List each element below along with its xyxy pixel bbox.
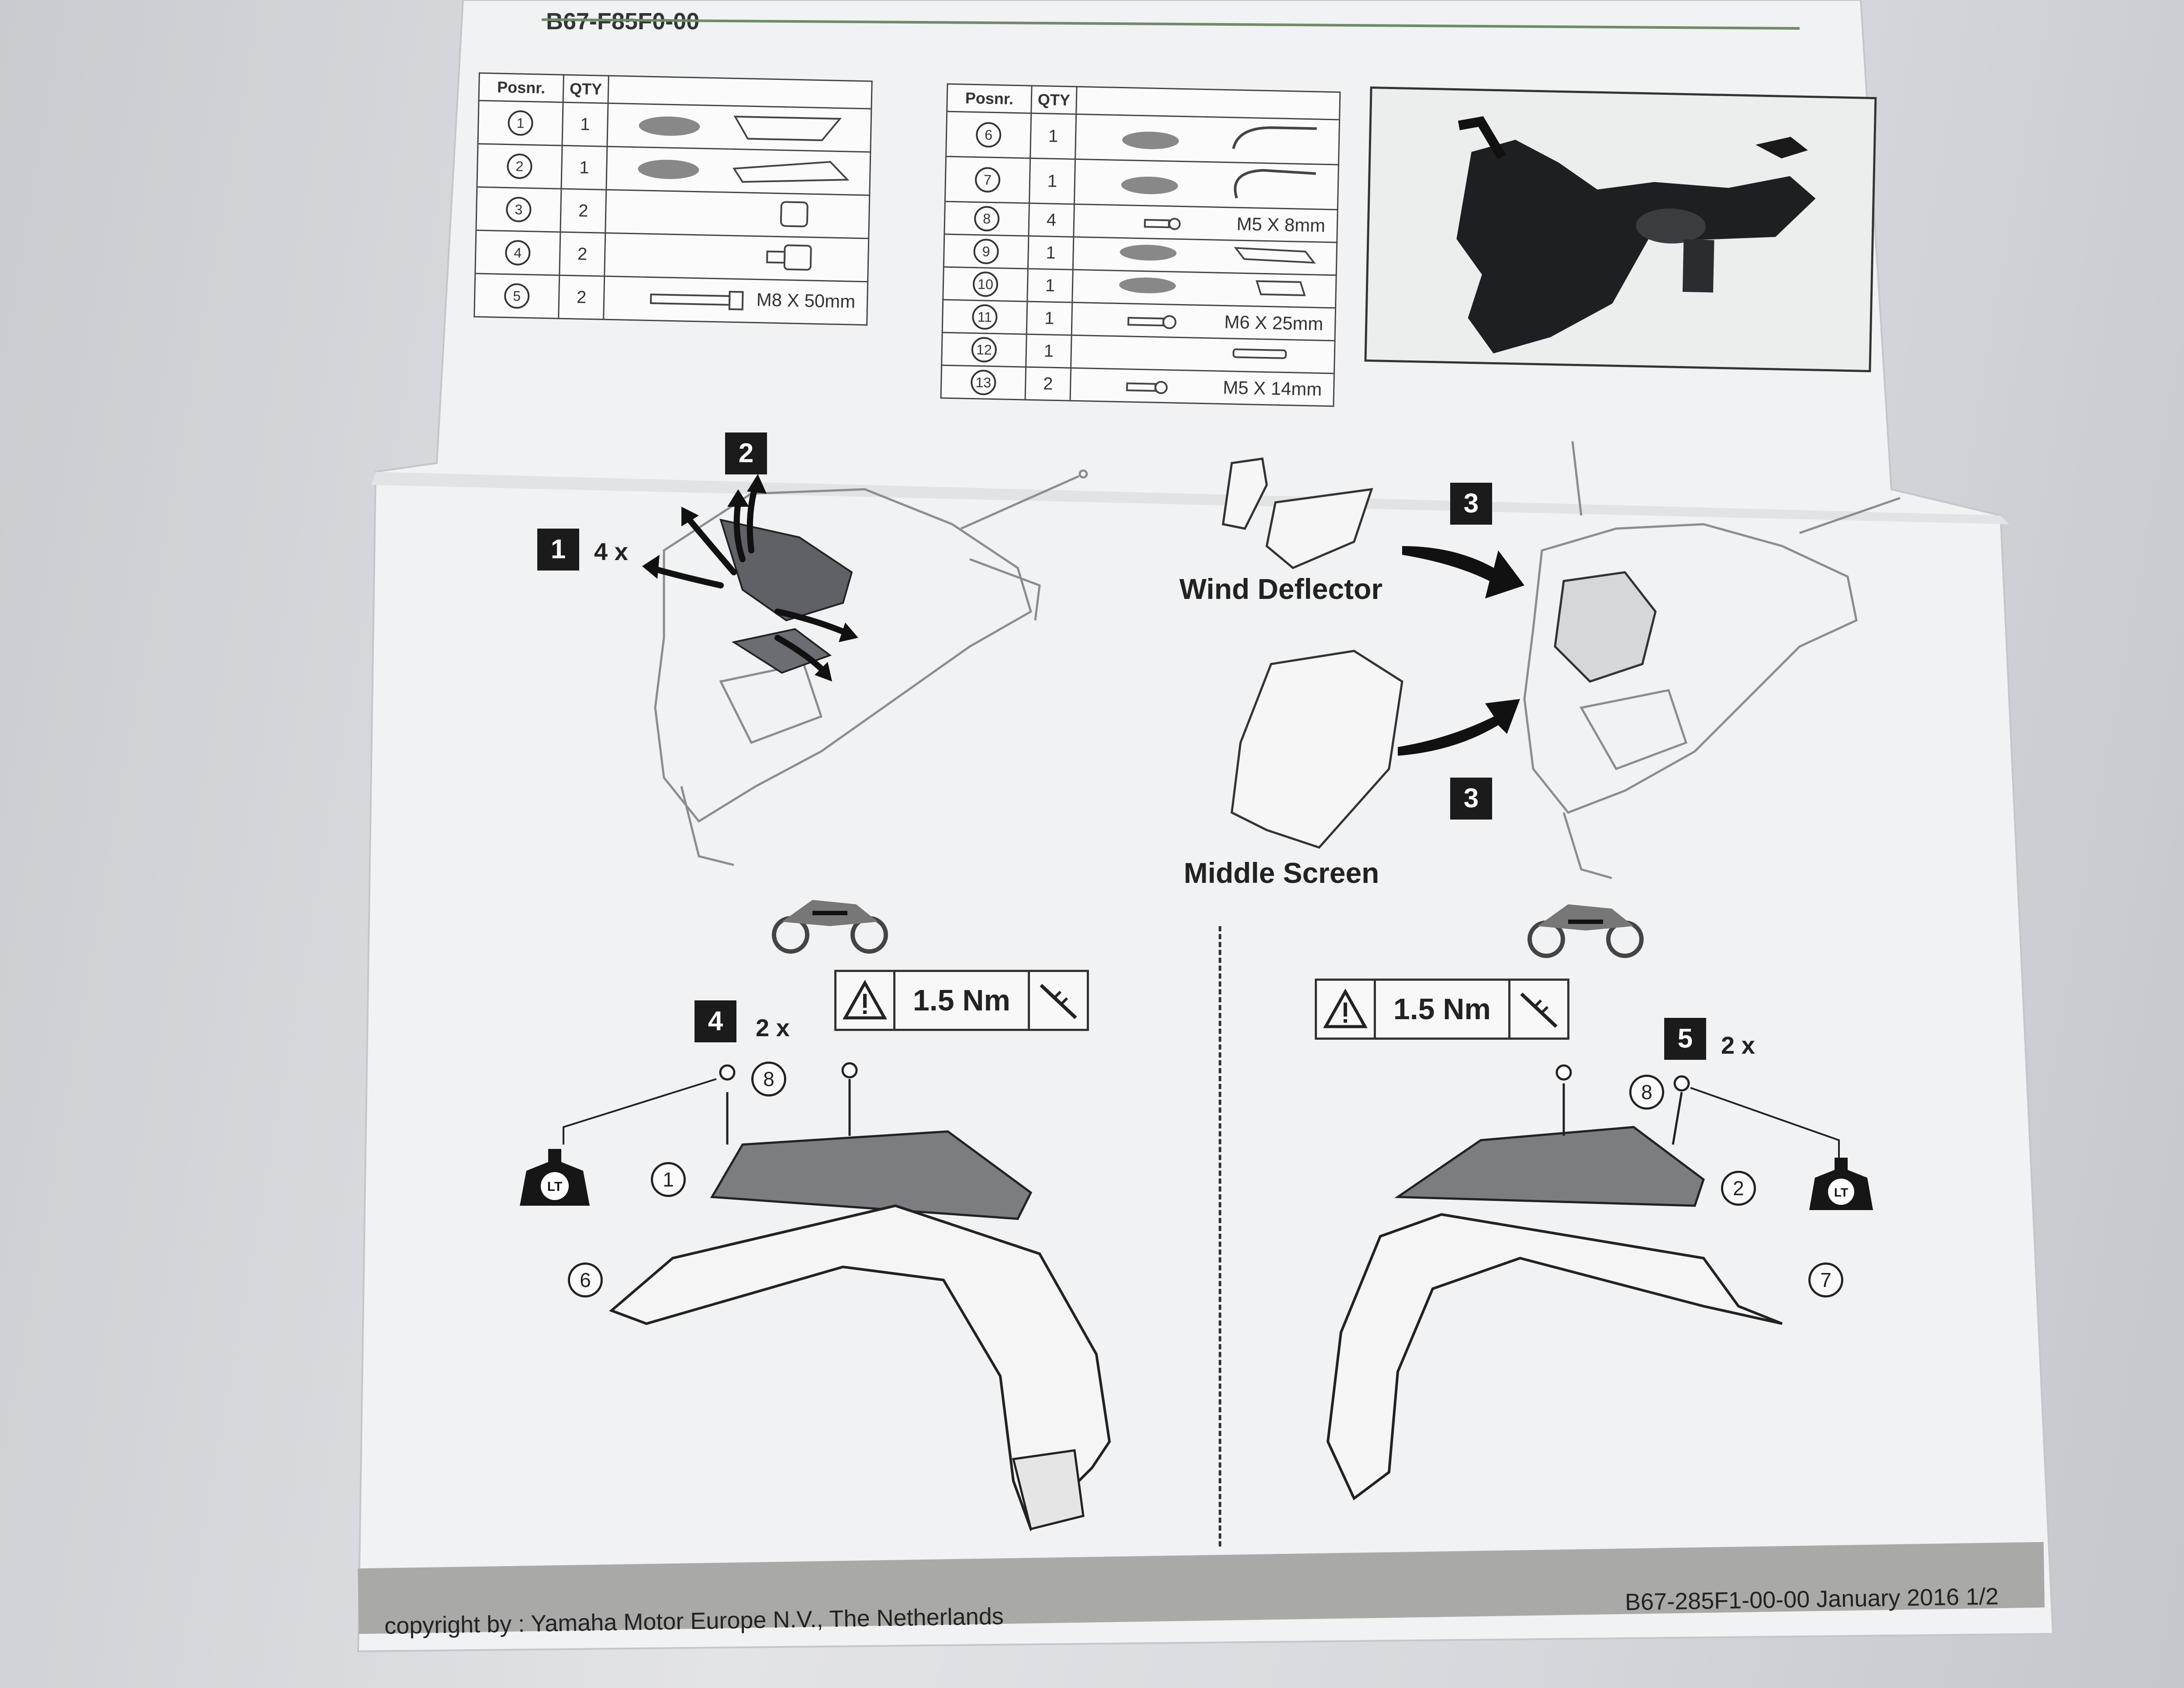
pin-icon (1232, 348, 1287, 359)
table-row: 12 1 (941, 332, 1335, 374)
left-bracket-assembly (563, 1062, 1111, 1532)
warning-icon (1317, 981, 1376, 1038)
ref-part-7: 7 (1808, 1263, 1843, 1297)
bolt-icon (1127, 315, 1176, 329)
spacer-icon (780, 201, 809, 228)
torque-spec-right: 1.5 Nm (1315, 979, 1569, 1040)
bolt-icon (650, 291, 744, 311)
mounting-arm-right-icon (1121, 169, 1316, 199)
deflector-parts (1222, 457, 1403, 849)
table-row: 9 1 (943, 234, 1337, 275)
removal-arrows (648, 482, 850, 676)
clamp-plate-icon (1119, 277, 1306, 296)
screw-icon (1126, 381, 1168, 394)
section-divider (1219, 926, 1221, 1546)
table-row: 1 1 (478, 100, 871, 152)
part-figure (1072, 270, 1337, 308)
threaded-spacer-icon (766, 244, 812, 271)
part-figure: M6 X 25mm (1071, 302, 1336, 341)
part-figure: M5 X 8mm (1073, 204, 1338, 242)
torque-wrench-icon (1028, 972, 1087, 1029)
part-figure (1075, 114, 1340, 165)
threadlock-label: LT (1834, 1186, 1848, 1199)
table-row: 7 1 (945, 156, 1339, 210)
screw-icon (1144, 218, 1181, 231)
step-2-badge: 2 (725, 432, 767, 474)
part-figure (1071, 335, 1335, 374)
part-figure (1074, 159, 1339, 210)
mini-motorcycle-right (1527, 904, 1644, 958)
parts-table-right: Posnr. QTY 6 1 7 1 8 4 M5 X 8mm 9 1 10 1 (940, 83, 1341, 407)
bracket-cover-right-icon (638, 159, 850, 183)
ref-part-8-left: 8 (751, 1062, 786, 1097)
ref-part-8-right: 8 (1629, 1075, 1664, 1110)
part-figure (604, 233, 869, 282)
step-4-badge: 4 (695, 1000, 736, 1042)
step-5-count: 2 x (1721, 1031, 1755, 1059)
parts-table-left: Posnr. QTY 1 1 2 1 3 2 4 2 (473, 72, 873, 326)
part-figure (607, 103, 871, 152)
install-arrows (1398, 546, 1524, 756)
motorcycle-photo (1364, 86, 1877, 373)
part-figure (1073, 237, 1337, 275)
warning-icon (836, 972, 895, 1029)
part-figure (606, 146, 871, 195)
torque-spec-left: 1.5 Nm (834, 970, 1089, 1031)
table-row: 10 1 (943, 267, 1337, 308)
table-row: 13 2 M5 X 14mm (941, 365, 1334, 406)
part-figure (605, 190, 870, 239)
mini-motorcycle-left (772, 900, 888, 954)
bracket-plate-icon (1120, 245, 1316, 264)
motorcycle-outline-step3 (1523, 441, 1901, 879)
motorcycle-front-image (1366, 89, 1875, 370)
removal-arrowheads (642, 474, 858, 681)
table-row: 8 4 M5 X 8mm (944, 201, 1338, 242)
step-1-count: 4 x (594, 538, 628, 565)
table-row: 3 2 (476, 187, 870, 239)
step-5-badge: 5 (1664, 1018, 1706, 1060)
table-row: 11 1 M6 X 25mm (942, 300, 1336, 341)
step-3-badge-bottom: 3 (1450, 778, 1492, 820)
threadlock-icon-left: LT (518, 1145, 592, 1212)
ref-part-2: 2 (1721, 1171, 1756, 1206)
bracket-cover-left-icon (639, 115, 842, 142)
threadlock-label: LT (547, 1180, 562, 1194)
ref-part-1: 1 (651, 1162, 686, 1197)
installed-deflector (1554, 571, 1657, 683)
table-row: 6 1 (946, 111, 1340, 165)
step-4-count: 2 x (756, 1014, 790, 1041)
torque-value: 1.5 Nm (1393, 993, 1491, 1026)
wind-deflector-label: Wind Deflector (1179, 573, 1383, 605)
table-row: 2 1 (477, 144, 871, 195)
table-row: 5 2 M8 X 50mm (474, 273, 868, 325)
mounting-arm-left-icon (1122, 126, 1317, 149)
step-3-badge-top: 3 (1450, 483, 1492, 525)
part-figure: M8 X 50mm (603, 276, 868, 325)
torque-wrench-icon (1508, 981, 1567, 1038)
right-bracket-assembly (1326, 1064, 1840, 1501)
threadlock-icon-right: LT (1808, 1153, 1874, 1217)
middle-screen-label: Middle Screen (1184, 857, 1379, 889)
torque-value: 1.5 Nm (913, 984, 1010, 1017)
ref-part-6: 6 (568, 1263, 603, 1297)
motorcycle-outline-step1 (654, 469, 1088, 866)
part-figure: M5 X 14mm (1070, 368, 1334, 406)
table-row: 4 2 (475, 230, 869, 282)
step-1-badge: 1 (537, 529, 579, 571)
